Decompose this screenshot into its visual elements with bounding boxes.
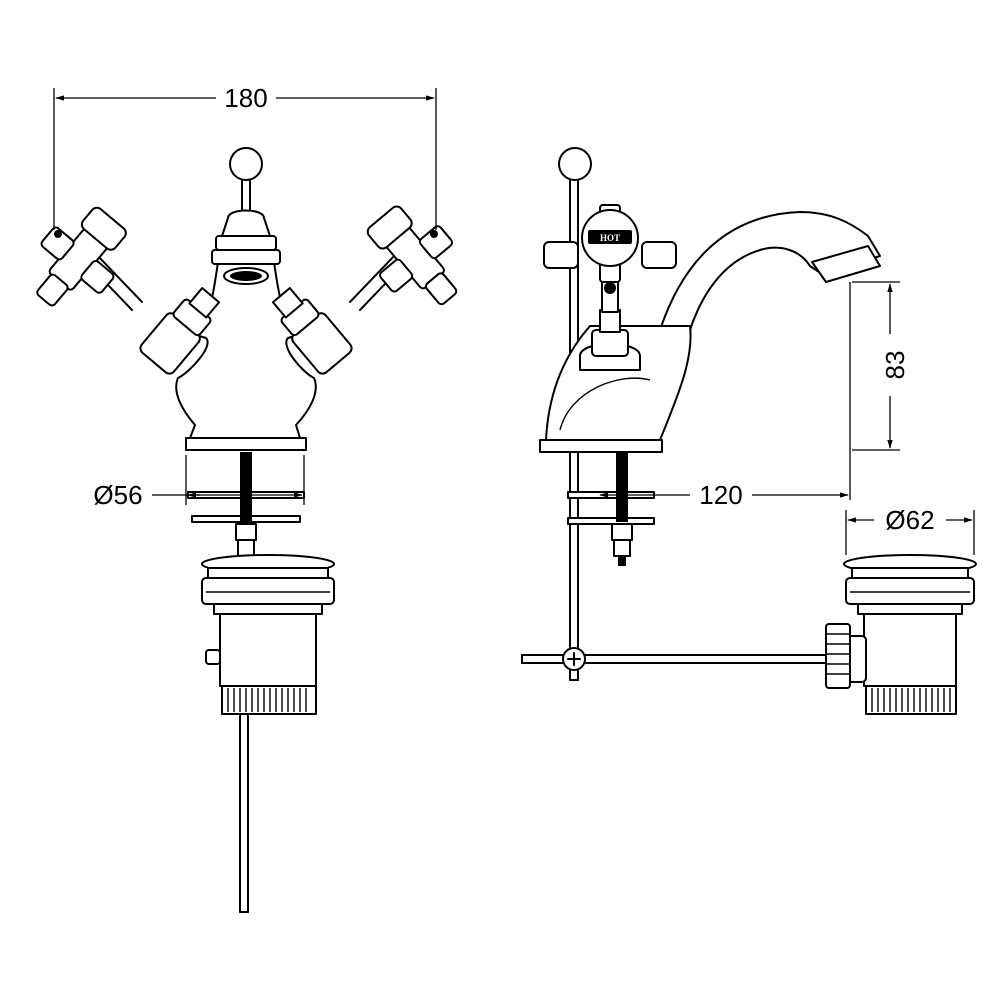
front-view	[36, 147, 458, 913]
front-waste	[201, 554, 335, 715]
dimension-120-label: 120	[699, 480, 742, 510]
side-pivot-rod	[521, 647, 831, 671]
dimension-overall-width: 180	[53, 83, 437, 230]
front-body-base-ring	[185, 437, 307, 451]
dimension-56-label: Ø56	[93, 480, 142, 510]
side-headgear	[579, 269, 641, 371]
front-tail-rod	[239, 713, 249, 913]
front-right-handle	[271, 205, 458, 375]
front-lift-rod	[229, 147, 263, 211]
side-mounting-stud	[567, 452, 655, 566]
dimension-deck-diameter: Ø56	[93, 455, 305, 510]
front-left-handle	[36, 206, 221, 375]
dimension-180-label: 180	[224, 83, 267, 113]
side-view: HOT	[521, 147, 977, 715]
front-mounting-stud	[187, 452, 305, 557]
side-body-base-ring	[539, 439, 663, 453]
dimension-waste-diameter: Ø62	[845, 505, 975, 555]
dimension-83-label: 83	[880, 351, 910, 380]
front-tap-body	[175, 261, 317, 439]
dimension-62-label: Ø62	[885, 505, 934, 535]
hot-indicator-text: HOT	[600, 233, 620, 243]
side-spout	[659, 211, 881, 331]
front-spout-outlet	[211, 209, 281, 285]
dimension-spout-height: 83	[852, 281, 910, 451]
side-spout-nozzle	[811, 245, 881, 283]
side-cross-handle: HOT	[543, 204, 677, 283]
side-waste	[825, 554, 977, 715]
dimension-spout-projection: 120	[599, 282, 851, 510]
